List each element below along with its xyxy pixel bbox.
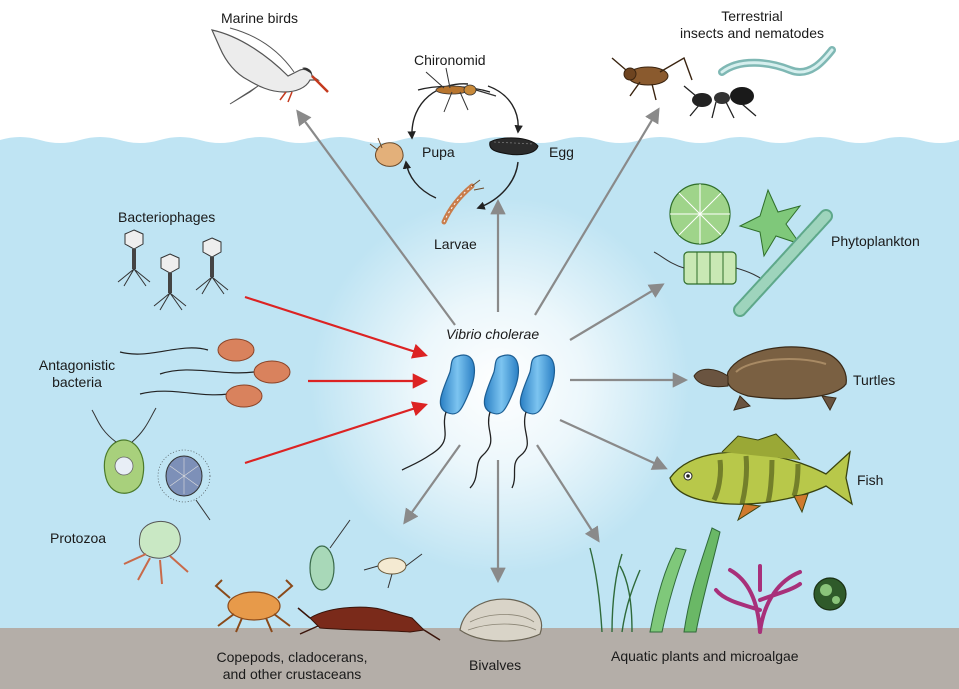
label-terrestrial: Terrestrial insects and nematodes (662, 8, 842, 42)
label-turtles: Turtles (853, 372, 895, 389)
label-terrestrial-line2: insects and nematodes (662, 25, 842, 42)
label-vibrio-cholerae: Vibrio cholerae (446, 326, 539, 343)
label-aquatic-plants: Aquatic plants and microalgae (611, 648, 799, 665)
label-terrestrial-line1: Terrestrial (662, 8, 842, 25)
label-chironomid: Chironomid (414, 52, 486, 69)
label-fish: Fish (857, 472, 883, 489)
label-egg: Egg (549, 144, 574, 161)
label-crustaceans-line2: and other crustaceans (197, 666, 387, 683)
label-bivalves: Bivalves (469, 657, 521, 674)
label-antagonistic-bacteria: Antagonistic bacteria (22, 357, 132, 391)
cricket-icon (612, 58, 692, 100)
label-pupa: Pupa (422, 144, 455, 161)
bird-icon (212, 28, 328, 104)
ant-icon (684, 86, 756, 118)
nematode-icon (722, 50, 832, 72)
label-crustaceans-line1: Copepods, cladocerans, (197, 649, 387, 666)
label-marine-birds: Marine birds (221, 10, 298, 27)
microalga-icon (814, 578, 846, 610)
mosquito-icon (418, 68, 496, 112)
label-larvae: Larvae (434, 236, 477, 253)
label-antagonistic-line2: bacteria (22, 374, 132, 391)
diatom-icon (670, 184, 730, 244)
label-phytoplankton: Phytoplankton (831, 233, 920, 250)
terrestrial-group (612, 50, 832, 118)
label-antagonistic-line1: Antagonistic (22, 357, 132, 374)
label-crustaceans: Copepods, cladocerans, and other crustac… (197, 649, 387, 683)
label-protozoa: Protozoa (50, 530, 106, 547)
label-bacteriophages: Bacteriophages (118, 209, 215, 226)
